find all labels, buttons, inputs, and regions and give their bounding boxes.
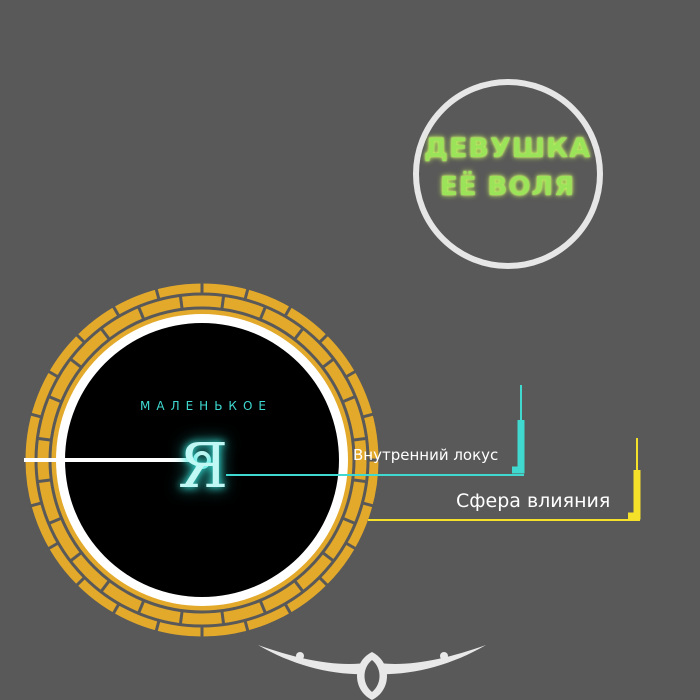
ring-brick-divider <box>37 478 52 484</box>
ring-brick-divider <box>321 357 335 369</box>
ring-brick-divider <box>361 501 375 508</box>
ring-brick-divider <box>243 619 250 633</box>
girl-title: ДЕВУШКА <box>423 133 592 164</box>
self-caption: МАЛЕНЬКОЕ <box>140 399 272 413</box>
ring-brick-divider <box>47 541 59 551</box>
ring-brick-divider <box>293 327 305 341</box>
ring-brick-divider <box>352 436 367 442</box>
ring-brick-divider <box>29 412 43 419</box>
ring-brick-divider <box>321 551 335 563</box>
locus-bracket <box>512 420 525 474</box>
ring-brick-divider <box>178 610 184 625</box>
ring-brick-divider <box>341 395 356 404</box>
ring-brick-divider <box>99 327 111 341</box>
ring-brick-divider <box>258 306 267 321</box>
girl-circle <box>413 79 603 269</box>
ring-brick-divider <box>69 357 83 369</box>
ring-brick-divider <box>361 412 375 419</box>
ornament <box>258 645 486 700</box>
ring-brick-divider <box>137 306 146 321</box>
self-letter: Я <box>177 429 229 502</box>
ring-brick-divider <box>99 579 111 593</box>
ring-brick-divider <box>243 287 250 301</box>
ring-brick-divider <box>111 305 121 317</box>
ring-brick-divider <box>318 576 329 587</box>
ring-brick-divider <box>137 599 146 614</box>
ring-brick-divider <box>75 333 86 344</box>
ring-brick-divider <box>283 603 293 615</box>
influence-sphere-label: Сфера влияния <box>456 490 611 512</box>
ring-brick-divider <box>293 579 305 593</box>
girl-will-subtitle: ЕЁ ВОЛЯ <box>439 172 576 202</box>
ring-brick-divider <box>111 603 121 615</box>
ring-brick-divider <box>154 287 161 301</box>
ring-brick-divider <box>345 541 357 551</box>
ring-brick-divider <box>345 369 357 379</box>
ring-brick-divider <box>220 295 226 310</box>
inner-locus-label: Внутренний локус <box>353 446 499 464</box>
ring-brick-divider <box>341 516 356 525</box>
center-dot <box>193 451 211 469</box>
ring-brick-divider <box>48 516 63 525</box>
influence-bracket <box>628 470 641 520</box>
ring-brick-divider <box>154 619 161 633</box>
ring-brick-divider <box>283 305 293 317</box>
ring-brick-divider <box>352 478 367 484</box>
ring-brick-divider <box>258 599 267 614</box>
ring-brick-divider <box>318 333 329 344</box>
self-core <box>65 323 339 597</box>
ring-brick-divider <box>47 369 59 379</box>
ring-brick-divider <box>29 501 43 508</box>
ring-brick-divider <box>178 295 184 310</box>
ring-brick-divider <box>48 395 63 404</box>
ring-brick-divider <box>37 436 52 442</box>
ring-brick-divider <box>75 576 86 587</box>
ring-brick-divider <box>220 610 226 625</box>
ring-brick-divider <box>69 551 83 563</box>
